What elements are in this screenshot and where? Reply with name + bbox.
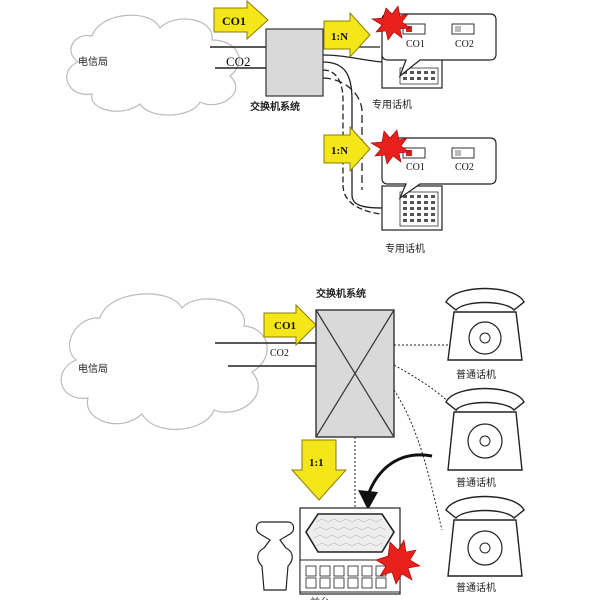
top-phone2-co1-led: [406, 150, 412, 156]
bottom-attendant-alert-burst: [375, 539, 421, 585]
bottom-switch-x2: [315, 309, 395, 438]
top-1n-arrow-2: [323, 125, 371, 173]
bottom-co2-label: CO2: [270, 348, 289, 359]
top-phone2-keys: [403, 195, 435, 222]
bottom-phone-3: 普通话机: [445, 495, 525, 594]
bottom-phone3-handset: [445, 495, 525, 519]
top-co2-label: CO2: [226, 54, 251, 69]
top-wire-down3: [322, 77, 363, 190]
top-phone-2: CO1 CO2: [381, 137, 497, 231]
bottom-curved-arrow-head: [358, 490, 378, 510]
top-phone-1: CO1 CO2: [381, 13, 497, 89]
top-1n-label-2: 1:N: [331, 145, 348, 157]
top-phone1-co1-led: [406, 26, 412, 32]
bottom-telecom-cloud: [60, 293, 268, 431]
bottom-phone3-dial-center: [479, 542, 491, 554]
top-wire-down2: [322, 69, 344, 185]
bottom-dotted-phone3: [393, 389, 443, 531]
top-phone1-co2-led: [455, 26, 461, 32]
bottom-switch-label: 交换机系统: [316, 287, 366, 300]
bottom-phone-1: 普通话机: [445, 287, 525, 381]
bottom-phone1-dial-center: [479, 332, 491, 344]
top-phone2-label: 专用话机: [385, 242, 425, 255]
bottom-phone3-label: 普通话机: [456, 581, 496, 594]
top-phone1-label: 专用话机: [372, 98, 412, 111]
bottom-phone2-dial-center: [479, 435, 491, 447]
top-phone2-co1-button: [402, 147, 426, 159]
top-phone2-co2-led: [455, 150, 461, 156]
bottom-co1-arrow: [263, 303, 317, 347]
top-1n-label-1: 1:N: [331, 31, 348, 43]
bottom-phone2-label: 普通话机: [456, 476, 496, 489]
top-phone1-co2-text: CO2: [455, 39, 474, 50]
bottom-phone2-handset: [445, 387, 525, 411]
top-phone2-alert-burst: [370, 129, 410, 165]
bottom-co1-label: CO1: [274, 320, 296, 332]
bottom-phone1-label: 普通话机: [456, 368, 496, 381]
top-phone1-co2-button: [451, 23, 475, 35]
attendant-keys: [305, 565, 387, 589]
bottom-1to1-arrow: [290, 439, 348, 501]
top-wire-down4: [342, 184, 381, 215]
top-wire-phone1-b: [322, 54, 383, 63]
top-co1-label: CO1: [222, 14, 246, 28]
bottom-curved-arrow: [366, 453, 433, 496]
top-telecom-cloud: [66, 14, 240, 116]
attendant-handset: [255, 521, 295, 591]
bottom-dotted-phone2: [393, 364, 463, 419]
attendant-label: 前台: [310, 596, 330, 600]
bottom-phone-2: 普通话机: [445, 387, 525, 489]
top-cloud-label: 电信局: [78, 55, 108, 68]
top-co1-arrow: [213, 0, 269, 41]
attendant-screen-texture: [313, 518, 387, 547]
top-phone1-co1-text: CO1: [406, 39, 425, 50]
top-phone2-co2-text: CO2: [455, 162, 474, 173]
attendant-screen: [305, 513, 395, 553]
top-switch-label: 交换机系统: [250, 100, 300, 113]
top-1n-arrow-1: [323, 11, 371, 59]
bottom-attendant-console: 前台: [255, 507, 401, 600]
top-switch-box: [265, 28, 324, 97]
bottom-cloud-label: 电信局: [78, 362, 108, 375]
top-phone2-co1-text: CO1: [406, 162, 425, 173]
bottom-1to1-label: 1:1: [309, 457, 324, 469]
bottom-phone1-handset: [445, 287, 525, 311]
top-phone1-alert-burst: [371, 5, 411, 41]
top-phone2-co2-button: [451, 147, 475, 159]
